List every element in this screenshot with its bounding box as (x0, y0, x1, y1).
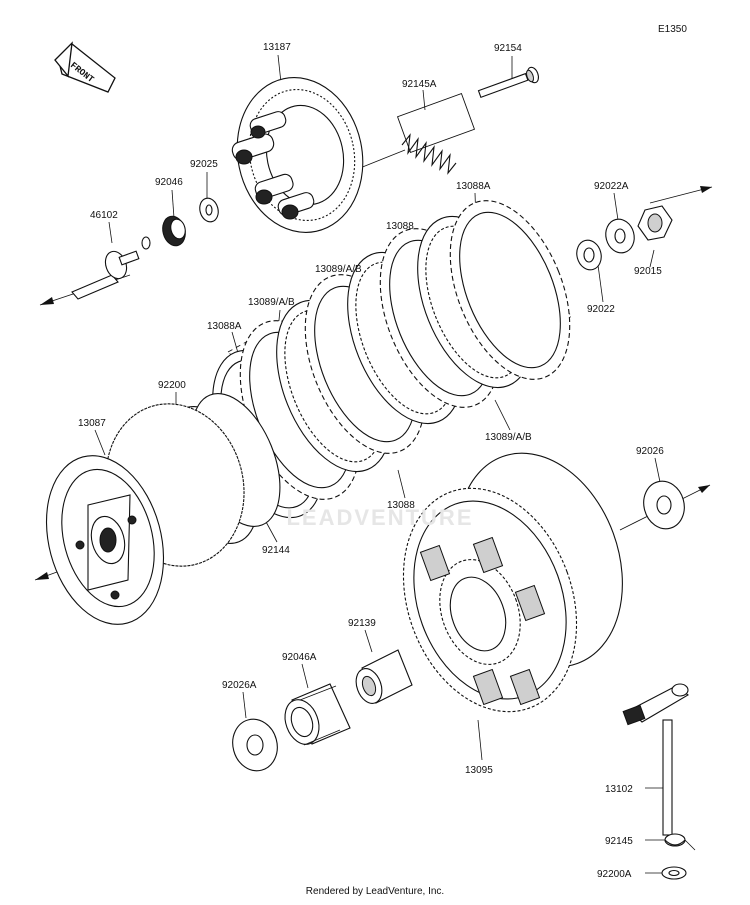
label-92144: 92144 (262, 545, 290, 556)
bearing-92046 (162, 215, 186, 247)
label-13088-top: 13088 (386, 221, 414, 232)
spring-92145 (664, 833, 696, 851)
diagram-code: E1350 (658, 24, 687, 35)
spring-92145A (396, 92, 476, 175)
washer-92022 (576, 239, 602, 271)
label-92154: 92154 (494, 43, 522, 54)
washer-92025 (199, 197, 219, 223)
washer-92026A (232, 718, 278, 772)
label-92139: 92139 (348, 618, 376, 629)
part-labels: 13187 92154 92145A 92025 92046 46102 130… (78, 42, 664, 880)
front-arrow-icon: FRONT (54, 41, 116, 93)
label-13089AB-2: 13089/A/B (248, 297, 295, 308)
watermark: LEADVENTURE (286, 505, 473, 530)
release-shaft-13102 (622, 683, 689, 836)
label-13089AB-1: 13089/A/B (315, 264, 362, 275)
label-92022: 92022 (587, 304, 615, 315)
label-92200A: 92200A (597, 869, 632, 880)
label-92015: 92015 (634, 266, 662, 277)
label-92022A: 92022A (594, 181, 629, 192)
label-92046A: 92046A (282, 652, 317, 663)
footer-credit: Rendered by LeadVenture, Inc. (305, 886, 445, 897)
label-92145A: 92145A (402, 79, 437, 90)
clutch-housing-13095 (402, 452, 623, 713)
label-13102: 13102 (605, 784, 633, 795)
label-92026A: 92026A (222, 680, 257, 691)
label-13095: 13095 (465, 765, 493, 776)
label-13088A-top: 13088A (456, 181, 491, 192)
label-92145: 92145 (605, 836, 633, 847)
sleeve-92139 (355, 649, 413, 704)
label-92200: 92200 (158, 380, 186, 391)
washer-92026 (643, 480, 685, 530)
pressure-plate-13187 (231, 77, 364, 233)
nut-92015 (637, 205, 673, 241)
label-92025: 92025 (190, 159, 218, 170)
label-13088-bottom: 13088 (387, 500, 415, 511)
label-46102: 46102 (90, 210, 118, 221)
label-13088A-left: 13088A (207, 321, 242, 332)
label-13089AB-3: 13089/A/B (485, 432, 532, 443)
label-13187: 13187 (263, 42, 291, 53)
needle-bearing-92046A (284, 683, 351, 746)
label-92026: 92026 (636, 446, 664, 457)
washer-92200A (661, 866, 687, 880)
label-92046: 92046 (155, 177, 183, 188)
bolt-92154 (477, 66, 539, 99)
washer-92022A (605, 218, 635, 254)
clutch-hub-13087 (45, 403, 245, 625)
push-rod-46102 (71, 236, 151, 300)
label-13087: 13087 (78, 418, 106, 429)
